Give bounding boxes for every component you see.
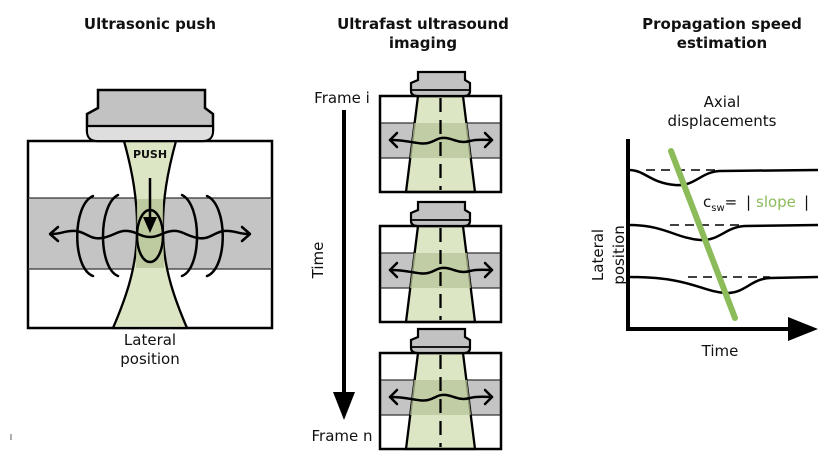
x-label-line2: position: [120, 350, 179, 368]
abs-bar-left: |: [746, 193, 751, 211]
panel-title-imaging-line2: imaging: [389, 34, 457, 52]
panel-title-estimation-line1: Propagation speed: [642, 15, 802, 33]
x-label-line1: Lateral: [124, 331, 176, 349]
formula-slope-word: slope: [756, 193, 796, 211]
imaging-frame: [378, 327, 503, 451]
panel-ultrasonic-push: Ultrasonic push PUSH: [26, 15, 274, 368]
axial-displacement-label-line2: displacements: [668, 112, 777, 130]
displacement-traces: [628, 168, 819, 295]
axial-displacement-label-line1: Axial: [704, 93, 741, 111]
probe-icon: [85, 88, 215, 143]
panel-ultrafast-imaging: Ultrafast ultrasound imaging Frame i Fra…: [309, 15, 509, 451]
probe-icon: [409, 200, 472, 228]
panel-propagation-speed: Propagation speed estimation Axial displ…: [589, 15, 819, 360]
time-axis-label: Time: [309, 242, 327, 280]
probe-icon: [409, 327, 472, 355]
wave-arrow-icon: [388, 393, 494, 402]
plot-axes: [626, 139, 818, 341]
time-arrow-icon: [333, 110, 355, 420]
x-axis-label: Time: [701, 342, 739, 360]
abs-bar-right: |: [804, 193, 809, 211]
frame-end-label: Frame n: [311, 427, 372, 445]
y-axis-label-line2: position: [610, 225, 628, 284]
formula-equals: =: [725, 193, 738, 211]
wave-arrow-icon: [388, 266, 494, 275]
panel-title-estimation-line2: estimation: [677, 34, 767, 52]
shear-wavefronts: [76, 193, 224, 278]
wave-arrow-icon: [388, 136, 494, 145]
trace-2: [628, 223, 819, 242]
formula-subscript: sw: [711, 203, 724, 214]
slope-fit-line: [668, 148, 738, 321]
push-arrow-icon: [143, 178, 157, 233]
imaging-frame: [378, 200, 503, 324]
formula-c: c: [703, 193, 711, 211]
trace-1: [628, 168, 819, 187]
panel-title-imaging-line1: Ultrafast ultrasound: [337, 15, 509, 33]
panel-title-push: Ultrasonic push: [84, 15, 216, 33]
imaging-frame: [378, 70, 503, 194]
push-label: PUSH: [133, 148, 167, 161]
frame-start-label: Frame i: [314, 89, 370, 107]
y-axis-label-line1: Lateral: [589, 229, 607, 281]
formula: csw=: [703, 193, 737, 214]
probe-icon: [409, 70, 472, 98]
lateral-wave-arrow-icon: [50, 229, 250, 240]
